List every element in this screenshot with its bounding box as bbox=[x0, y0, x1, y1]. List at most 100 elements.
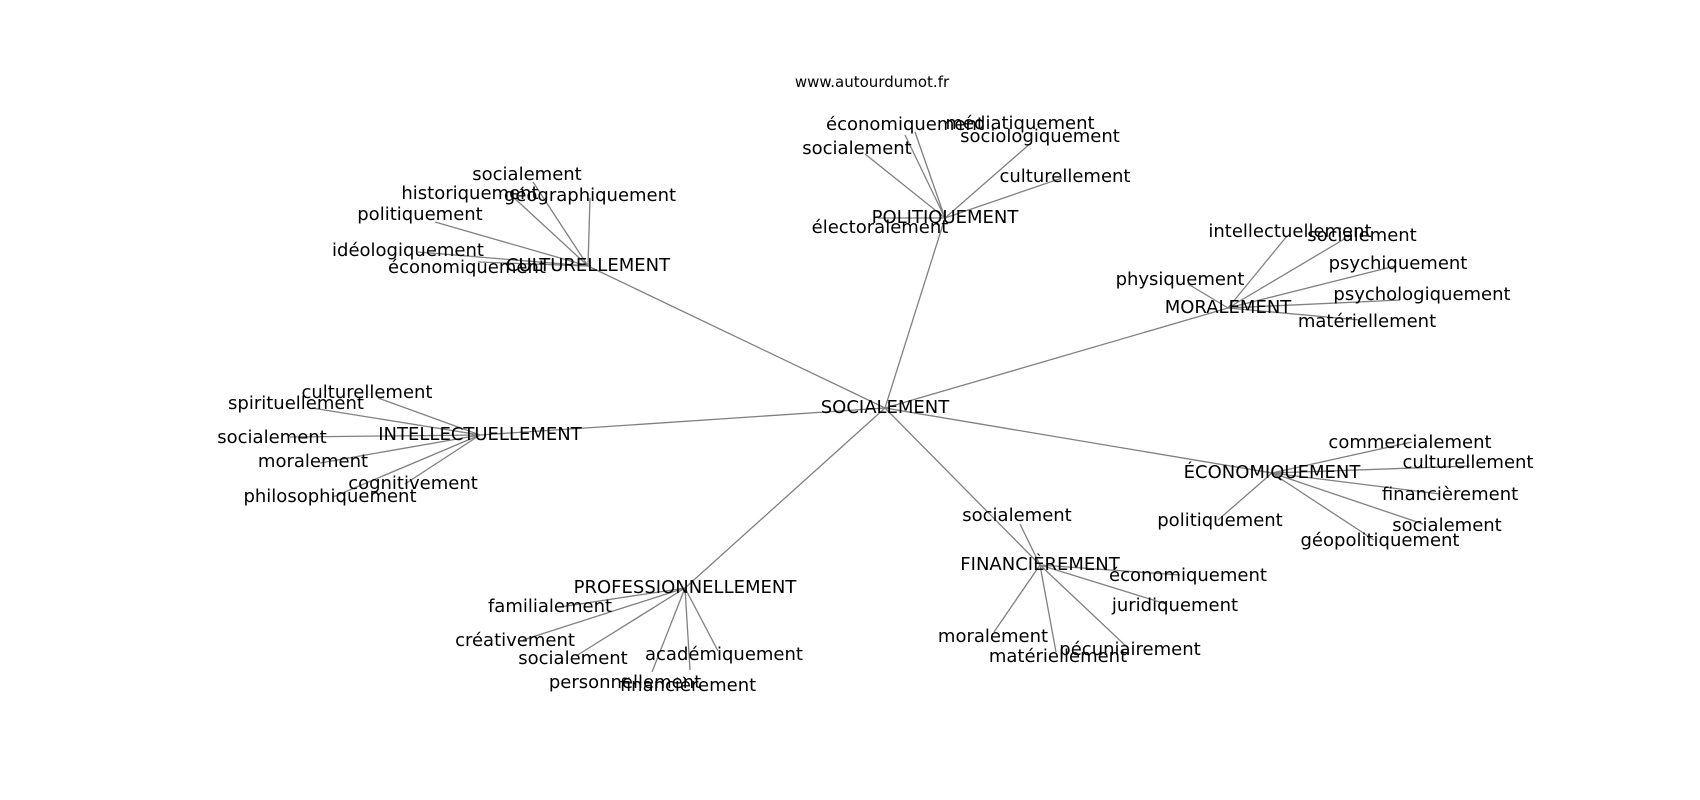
leaf-node-culturellement-2[interactable]: géographiquement bbox=[504, 185, 676, 206]
leaf-node-professionnellement-0[interactable]: familialement bbox=[488, 596, 612, 617]
hub-node-culturellement[interactable]: CULTURELLEMENT bbox=[506, 255, 671, 276]
site-url: www.autourdumot.fr bbox=[795, 73, 950, 91]
edge-professionnellement-1 bbox=[522, 587, 686, 641]
leaf-node-culturellement-5[interactable]: économiquement bbox=[388, 257, 546, 278]
edge-root-culturellement bbox=[587, 265, 886, 409]
edge-moralement-4 bbox=[1227, 299, 1401, 309]
leaf-node-financierement-1[interactable]: économiquement bbox=[1109, 565, 1267, 586]
leaf-node-professionnellement-4[interactable]: personnellement bbox=[549, 672, 701, 693]
leaf-node-financierement-2[interactable]: juridiquement bbox=[1111, 595, 1238, 616]
edge-intellectuellement-1 bbox=[311, 407, 481, 436]
leaf-node-politiquement-0[interactable]: économiquement bbox=[826, 114, 984, 135]
leaf-node-financierement-3[interactable]: moralement bbox=[938, 626, 1048, 647]
edge-professionnellement-3 bbox=[684, 587, 719, 652]
leaf-node-moralement-0[interactable]: intellectuellement bbox=[1208, 221, 1371, 242]
edge-moralement-0 bbox=[1227, 235, 1288, 309]
hub-node-intellectuellement[interactable]: INTELLECTUELLEMENT bbox=[378, 424, 582, 445]
leaf-node-moralement-3[interactable]: physiquement bbox=[1116, 269, 1245, 290]
leaf-node-culturellement-4[interactable]: idéologiquement bbox=[332, 240, 484, 261]
edge-economiquement-5 bbox=[1271, 472, 1375, 541]
edge-economiquement-0 bbox=[1271, 441, 1413, 474]
edge-moralement-2 bbox=[1227, 265, 1396, 309]
edge-professionnellement-5 bbox=[684, 587, 691, 671]
edge-economiquement-4 bbox=[1271, 472, 1424, 525]
leaf-node-financierement-4[interactable]: pécuniairement bbox=[1059, 639, 1200, 660]
edge-root-professionnellement bbox=[684, 407, 886, 589]
hub-node-moralement[interactable]: MORALEMENT bbox=[1165, 297, 1293, 318]
leaf-node-moralement-1[interactable]: socialement bbox=[1307, 225, 1416, 246]
leaf-node-culturellement-3[interactable]: politiquement bbox=[357, 204, 482, 225]
leaf-node-economiquement-0[interactable]: commercialement bbox=[1328, 432, 1491, 453]
leaf-node-politiquement-3[interactable]: sociologiquement bbox=[960, 126, 1120, 147]
leaf-node-economiquement-2[interactable]: financièrement bbox=[1382, 484, 1518, 505]
leaf-node-professionnellement-3[interactable]: académiquement bbox=[645, 644, 803, 665]
edge-professionnellement-2 bbox=[575, 587, 686, 657]
graph-edges bbox=[289, 131, 1471, 673]
leaf-node-financierement-0[interactable]: socialement bbox=[962, 505, 1071, 526]
leaf-node-intellectuellement-0[interactable]: culturellement bbox=[301, 382, 432, 403]
leaf-node-intellectuellement-4[interactable]: cognitivement bbox=[348, 473, 478, 494]
edge-moralement-5 bbox=[1227, 307, 1361, 321]
leaf-node-intellectuellement-1[interactable]: spirituellement bbox=[228, 393, 364, 414]
edge-intellectuellement-4 bbox=[404, 434, 481, 485]
edge-politiquement-0 bbox=[904, 134, 946, 219]
graph-labels: SOCIALEMENTPOLITIQUEMENTéconomiquementmé… bbox=[217, 113, 1533, 696]
leaf-node-moralement-5[interactable]: matériellement bbox=[1298, 311, 1436, 332]
leaf-node-politiquement-1[interactable]: médiatiquement bbox=[945, 113, 1094, 134]
edge-intellectuellement-3 bbox=[319, 434, 481, 464]
leaf-node-professionnellement-1[interactable]: créativement bbox=[455, 630, 575, 651]
edge-financierement-1 bbox=[1039, 564, 1181, 576]
leaf-node-professionnellement-2[interactable]: socialement bbox=[518, 648, 627, 669]
edge-moralement-1 bbox=[1227, 237, 1347, 309]
edge-culturellement-5 bbox=[477, 261, 589, 267]
hub-node-financierement[interactable]: FINANCIÈREMENT bbox=[960, 553, 1120, 575]
leaf-node-economiquement-4[interactable]: socialement bbox=[1392, 515, 1501, 536]
edge-root-moralement bbox=[884, 307, 1229, 409]
leaf-node-intellectuellement-2[interactable]: socialement bbox=[217, 427, 326, 448]
edge-culturellement-2 bbox=[587, 197, 591, 267]
edge-culturellement-1 bbox=[511, 195, 589, 267]
leaf-node-moralement-4[interactable]: psychologiquement bbox=[1333, 284, 1510, 305]
leaf-node-economiquement-5[interactable]: géopolitiquement bbox=[1301, 530, 1460, 551]
edge-financierement-3 bbox=[993, 564, 1041, 633]
hub-node-politiquement[interactable]: POLITIQUEMENT bbox=[872, 207, 1020, 228]
edge-moralement-3 bbox=[1187, 283, 1229, 309]
leaf-node-financierement-5[interactable]: matériellement bbox=[989, 646, 1127, 667]
edge-politiquement-4 bbox=[944, 177, 1063, 219]
edge-culturellement-0 bbox=[532, 181, 589, 267]
hub-node-economiquement[interactable]: ÉCONOMIQUEMENT bbox=[1184, 461, 1362, 483]
leaf-node-economiquement-3[interactable]: politiquement bbox=[1157, 510, 1282, 531]
leaf-node-culturellement-1[interactable]: historiquement bbox=[401, 183, 538, 204]
edge-intellectuellement-5 bbox=[332, 434, 481, 498]
edge-politiquement-1 bbox=[914, 131, 946, 219]
leaf-node-moralement-2[interactable]: psychiquement bbox=[1329, 253, 1468, 274]
edge-economiquement-2 bbox=[1271, 472, 1441, 495]
edge-financierement-0 bbox=[1019, 523, 1041, 566]
edge-financierement-2 bbox=[1039, 564, 1167, 605]
leaf-node-politiquement-4[interactable]: culturellement bbox=[999, 166, 1130, 187]
leaf-node-politiquement-5[interactable]: électoralement bbox=[812, 217, 949, 238]
edge-economiquement-1 bbox=[1271, 465, 1471, 474]
edge-professionnellement-0 bbox=[559, 587, 686, 608]
edge-politiquement-2 bbox=[864, 153, 946, 219]
edge-culturellement-4 bbox=[417, 251, 589, 267]
edge-root-financierement bbox=[884, 407, 1041, 566]
edge-root-economiquement bbox=[884, 407, 1273, 474]
edge-root-politiquement bbox=[884, 217, 946, 409]
root-node-label[interactable]: SOCIALEMENT bbox=[821, 397, 951, 418]
edge-economiquement-3 bbox=[1217, 472, 1273, 521]
leaf-node-professionnellement-5[interactable]: financièrement bbox=[620, 675, 756, 696]
edge-intellectuellement-0 bbox=[377, 397, 481, 436]
edge-politiquement-3 bbox=[944, 141, 1033, 219]
leaf-node-intellectuellement-3[interactable]: moralement bbox=[258, 451, 368, 472]
edge-root-intellectuellement bbox=[479, 407, 886, 436]
leaf-node-politiquement-2[interactable]: socialement bbox=[802, 138, 911, 159]
hub-node-professionnellement[interactable]: PROFESSIONNELLEMENT bbox=[574, 577, 798, 598]
edge-professionnellement-4 bbox=[651, 587, 686, 673]
leaf-node-economiquement-1[interactable]: culturellement bbox=[1402, 452, 1533, 473]
leaf-node-intellectuellement-5[interactable]: philosophiquement bbox=[243, 486, 416, 507]
leaf-node-culturellement-0[interactable]: socialement bbox=[472, 164, 581, 185]
edge-culturellement-3 bbox=[434, 221, 589, 267]
edge-intellectuellement-2 bbox=[289, 434, 481, 438]
